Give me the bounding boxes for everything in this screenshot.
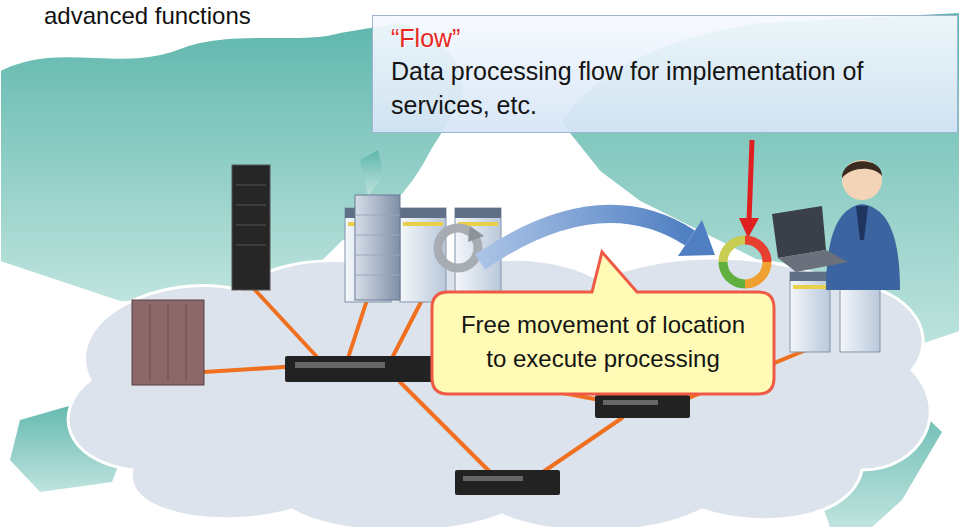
slide-text: advanced functions	[44, 2, 251, 30]
callout-bubble: Free movement of location to execute pro…	[432, 292, 774, 394]
callout-outline	[432, 252, 774, 394]
body-text: Free movement of location to execute pro…	[448, 308, 758, 376]
callout-outline	[432, 292, 774, 394]
body-text: Data processing flow for implementation …	[391, 54, 881, 122]
heading-text: “Flow”	[391, 22, 941, 54]
flow-box: “Flow”Data processing flow for implement…	[372, 15, 958, 133]
